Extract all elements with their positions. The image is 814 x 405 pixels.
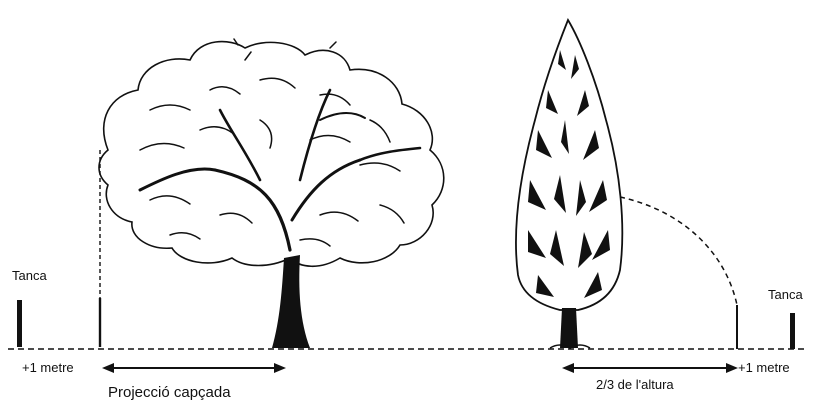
fence-right-post bbox=[790, 313, 795, 349]
cypress-tree bbox=[516, 20, 622, 348]
fence-left-post bbox=[17, 300, 22, 347]
crown-projection-arrow bbox=[102, 363, 286, 373]
two-thirds-height-label: 2/3 de l'altura bbox=[596, 377, 674, 392]
cypress-crown bbox=[516, 20, 622, 310]
crown-projection-label: Projecció capçada bbox=[108, 384, 231, 401]
tree-trunk bbox=[272, 255, 310, 348]
metre-left-label: +1 metre bbox=[22, 360, 74, 375]
cypress-trunk bbox=[560, 308, 578, 348]
tree-crown bbox=[99, 42, 444, 267]
deciduous-tree bbox=[99, 39, 444, 348]
fence-right-label: Tanca bbox=[768, 287, 803, 302]
fence-left-label: Tanca bbox=[12, 268, 47, 283]
two-thirds-arc bbox=[620, 197, 737, 305]
metre-right-label: +1 metre bbox=[738, 360, 790, 375]
two-thirds-arrow bbox=[562, 363, 738, 373]
